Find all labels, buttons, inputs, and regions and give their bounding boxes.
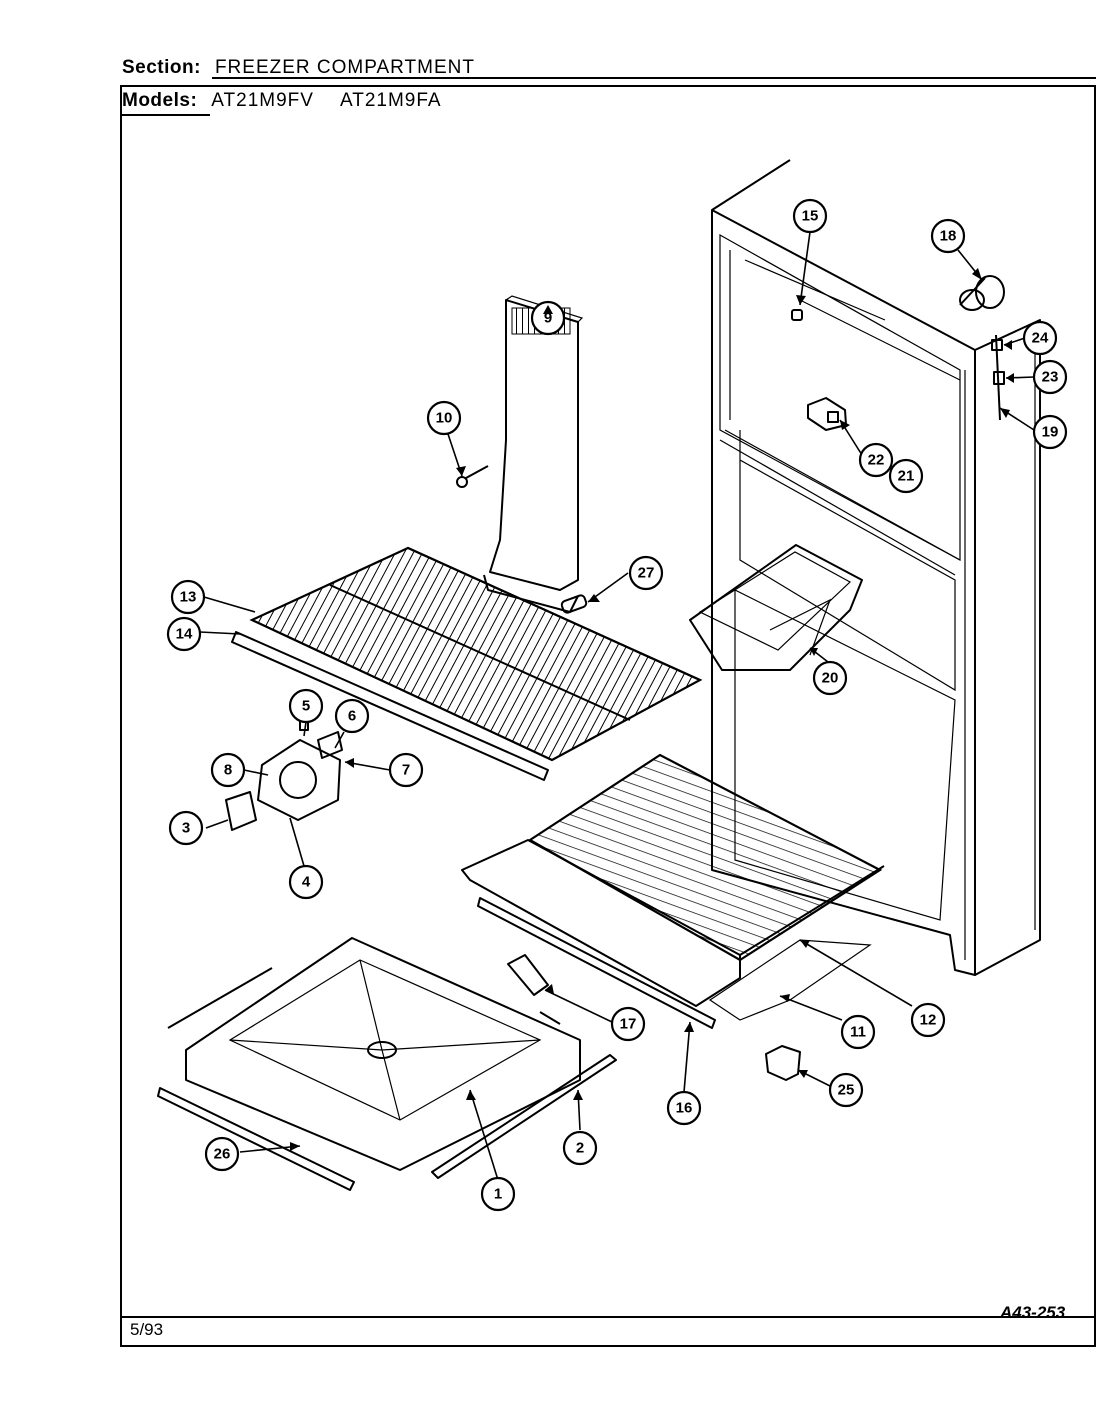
callout-8-label: 8 — [224, 762, 232, 779]
part-9-duct-cover — [483, 295, 584, 613]
callout-12: 12 — [910, 1002, 946, 1038]
part-10-screw — [456, 465, 489, 488]
callout-4-label: 4 — [302, 874, 311, 891]
callout-12-label: 12 — [920, 1012, 937, 1029]
diagram-frame — [120, 85, 1096, 1347]
callout-19: 19 — [1032, 414, 1068, 450]
callout-10: 10 — [426, 400, 462, 436]
part-22-bracket — [807, 397, 847, 431]
callout-4: 4 — [288, 864, 324, 900]
callout-15: 15 — [792, 198, 828, 234]
callout-17-label: 17 — [620, 1016, 637, 1033]
part-13-wire-shelf — [249, 546, 703, 762]
callout-21: 21 — [888, 458, 924, 494]
callout-23-label: 23 — [1042, 369, 1059, 386]
leader-arrowheads — [290, 268, 1014, 1151]
callout-2: 2 — [562, 1130, 598, 1166]
callout-21-label: 21 — [898, 468, 915, 485]
callout-10-label: 10 — [436, 410, 453, 427]
footer-date: 5/93 — [130, 1320, 164, 1339]
part-16-strip — [477, 897, 716, 1029]
callout-19-label: 19 — [1042, 424, 1059, 441]
callout-24-label: 24 — [1032, 330, 1049, 347]
callout-11: 11 — [840, 1014, 876, 1050]
models-header: Models: AT21M9FV AT21M9FA — [122, 90, 442, 112]
models-label: Models: — [122, 90, 198, 111]
callout-2-label: 2 — [576, 1140, 584, 1157]
callout-3: 3 — [168, 810, 204, 846]
callout-6: 6 — [334, 698, 370, 734]
callout-16-label: 16 — [676, 1100, 693, 1117]
part-2-side-rail — [431, 1011, 617, 1179]
callout-27: 27 — [628, 555, 664, 591]
callout-25-label: 25 — [838, 1082, 855, 1099]
part-12-floor-shelf — [461, 753, 885, 1007]
callout-9-label: 9 — [544, 310, 552, 327]
part-20-ice-bin — [689, 544, 863, 671]
callout-13: 13 — [170, 579, 206, 615]
callout-14-label: 14 — [176, 626, 193, 643]
callout-17: 17 — [610, 1006, 646, 1042]
callout-18: 18 — [930, 218, 966, 254]
callout-16: 16 — [666, 1090, 702, 1126]
callout-7-label: 7 — [402, 762, 410, 779]
callout-9: 9 — [530, 300, 566, 336]
callout-22-label: 22 — [868, 452, 885, 469]
part-26-front-rail — [157, 967, 355, 1191]
callout-3-label: 3 — [182, 820, 190, 837]
callout-20-label: 20 — [822, 670, 839, 687]
header-rule — [212, 77, 1096, 79]
callout-18-label: 18 — [940, 228, 957, 245]
part-25-clip — [765, 1045, 801, 1081]
callout-20: 20 — [812, 660, 848, 696]
callout-15-label: 15 — [802, 208, 819, 225]
callout-22: 22 — [858, 442, 894, 478]
part-27-roller — [560, 594, 588, 614]
callout-6-label: 6 — [348, 708, 356, 725]
callout-11-label: 11 — [850, 1024, 866, 1041]
part-17-panel — [507, 954, 549, 996]
callout-13-label: 13 — [180, 589, 197, 606]
callout-5-label: 5 — [302, 698, 310, 715]
model-1: AT21M9FV — [211, 90, 314, 111]
callout-1: 1 — [480, 1176, 516, 1212]
models-rule — [120, 114, 210, 116]
callout-26: 26 — [204, 1136, 240, 1172]
callout-24: 24 — [1022, 320, 1058, 356]
part-15-plug — [791, 309, 803, 321]
part-1-drain-pan — [185, 937, 581, 1171]
fan-motor-assembly — [225, 719, 343, 831]
cabinet-liner — [711, 159, 1041, 976]
part-19-tube — [991, 334, 1005, 421]
callout-7: 7 — [388, 752, 424, 788]
section-label: Section: — [122, 57, 201, 78]
callout-14: 14 — [166, 616, 202, 652]
callout-25: 25 — [828, 1072, 864, 1108]
part-18-socket — [959, 275, 1005, 311]
footer-rule — [120, 1316, 1096, 1318]
callout-23: 23 — [1032, 359, 1068, 395]
section-value: FREEZER COMPARTMENT — [214, 57, 475, 78]
part-14-rail — [231, 631, 549, 781]
model-2: AT21M9FA — [339, 90, 442, 111]
callout-5: 5 — [288, 688, 324, 724]
footer-code: A43-253 — [1000, 1303, 1066, 1322]
callout-26-label: 26 — [214, 1146, 231, 1163]
callout-1-label: 1 — [494, 1186, 502, 1203]
part-11-plate — [708, 939, 872, 1021]
callout-8: 8 — [210, 752, 246, 788]
callout-27-label: 27 — [638, 565, 655, 582]
section-header: Section: FREEZER COMPARTMENT — [122, 57, 475, 79]
